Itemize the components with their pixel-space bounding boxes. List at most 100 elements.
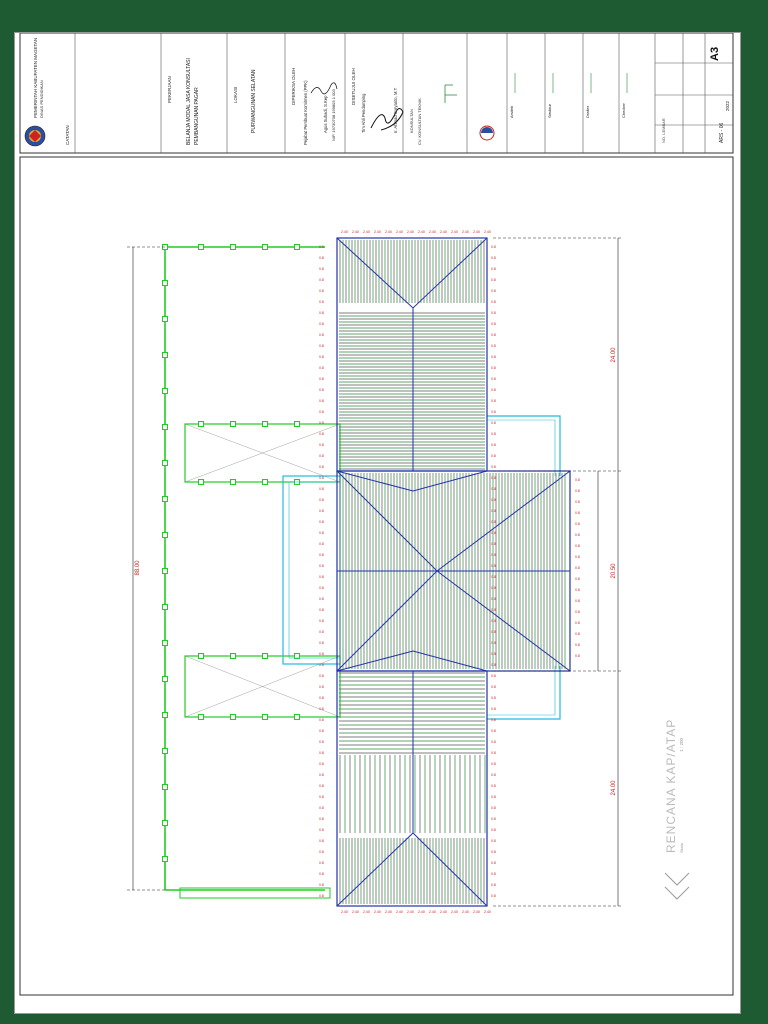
purlin-label: 0.8 (319, 608, 324, 612)
segment-label: 2.40 (418, 230, 425, 234)
purlin-label: 0.8 (491, 674, 496, 678)
fence-post (162, 676, 168, 682)
fence-post (230, 479, 236, 485)
fence-post (198, 479, 204, 485)
purlin-label: 0.8 (319, 718, 324, 722)
purlin-label: 0.8 (491, 663, 496, 667)
purlin-label: 0.8 (319, 685, 324, 689)
segment-label: 2.40 (429, 910, 436, 914)
consultant-value: CV. KONSULTAN TEKNIK (417, 98, 422, 145)
fence-post (294, 421, 300, 427)
segment-label: 2.40 (418, 910, 425, 914)
purlin-label: 0.8 (491, 872, 496, 876)
purlin-label: 0.8 (575, 522, 580, 526)
purlin-label: 0.8 (319, 399, 324, 403)
purlin-label: 0.8 (319, 267, 324, 271)
purlin-label: 0.8 (491, 421, 496, 425)
segment-label: 2.40 (451, 230, 458, 234)
purlin-label: 0.8 (575, 478, 580, 482)
purlin-label: 0.8 (319, 740, 324, 744)
purlin-label: 0.8 (319, 333, 324, 337)
purlin-label: 0.8 (319, 795, 324, 799)
segment-label: 2.40 (396, 230, 403, 234)
purlin-label: 0.8 (319, 553, 324, 557)
purlin-label: 0.8 (575, 544, 580, 548)
segment-label: 2.40 (341, 910, 348, 914)
fence-post (162, 424, 168, 430)
purlin-label: 0.8 (491, 751, 496, 755)
fence-post (162, 712, 168, 718)
fence-post (162, 460, 168, 466)
purlin-label: 0.8 (575, 621, 580, 625)
purlin-label: 0.8 (491, 597, 496, 601)
purlin-label: 0.8 (575, 610, 580, 614)
purlin-label: 0.8 (491, 498, 496, 502)
purlin-label: 0.8 (319, 322, 324, 326)
project-label: PEKERJAAN (167, 76, 172, 103)
purlin-label: 0.8 (319, 509, 324, 513)
fence-post (262, 653, 268, 659)
sheet-label: NO. LEMBAR (661, 118, 666, 143)
purlin-label: 0.8 (575, 500, 580, 504)
purlin-label: 0.8 (575, 566, 580, 570)
fence-post (294, 244, 300, 250)
purlin-label: 0.8 (491, 509, 496, 513)
dim-top: 24.00 (611, 347, 617, 363)
purlin-label: 0.8 (491, 333, 496, 337)
purlin-label: 0.8 (491, 487, 496, 491)
purlin-label: 0.8 (491, 311, 496, 315)
fence-outline (164, 246, 341, 899)
fence-post (198, 421, 204, 427)
fence-cross-bracing (184, 423, 341, 718)
purlin-label: 0.8 (491, 553, 496, 557)
purlin-label: 0.8 (319, 806, 324, 810)
purlin-label: 0.8 (319, 366, 324, 370)
purlin-label: 0.8 (491, 839, 496, 843)
purlin-label: 0.8 (491, 784, 496, 788)
project-line2: PEMBANGUNAN PAGAR (194, 87, 200, 145)
segment-label: 2.40 (462, 230, 469, 234)
col-structure: Struktur (547, 103, 552, 118)
segment-label: 2.40 (451, 910, 458, 914)
purlin-label: 0.8 (319, 641, 324, 645)
fence-post (262, 421, 268, 427)
purlin-label: 0.8 (575, 577, 580, 581)
purlin-label: 0.8 (491, 795, 496, 799)
fence-post (198, 244, 204, 250)
purlin-label: 0.8 (319, 564, 324, 568)
approved-label: DISETUJUI OLEH (351, 68, 356, 105)
segment-label: 2.40 (374, 230, 381, 234)
fence-post (294, 714, 300, 720)
fence-post (162, 388, 168, 394)
purlin-label: 0.8 (319, 663, 324, 667)
purlin-label: 0.8 (319, 872, 324, 876)
drawing-scale: 1 : 200 (679, 738, 684, 752)
consultant-mark (444, 84, 457, 103)
purlin-label: 0.8 (491, 399, 496, 403)
purlin-label: 0.8 (491, 542, 496, 546)
segment-label: 2.40 (396, 910, 403, 914)
fence-post (162, 604, 168, 610)
purlin-label: 0.8 (491, 707, 496, 711)
segment-label: 2.40 (440, 910, 447, 914)
scale-label: Skala (679, 842, 684, 853)
fence-post (262, 244, 268, 250)
fence-post (230, 244, 236, 250)
purlin-label: 0.8 (491, 740, 496, 744)
purlin-label: 0.8 (319, 300, 324, 304)
fence-posts (162, 244, 300, 862)
purlin-label: 0.8 (575, 489, 580, 493)
purlin-label: 0.8 (319, 388, 324, 392)
purlin-label: 0.8 (319, 883, 324, 887)
dim-middle: 20.50 (611, 563, 617, 579)
purlin-label: 0.8 (319, 762, 324, 766)
segment-label: 2.40 (352, 910, 359, 914)
purlin-label: 0.8 (491, 828, 496, 832)
purlin-label: 0.8 (575, 533, 580, 537)
purlin-label: 0.8 (491, 300, 496, 304)
purlin-label: 0.8 (319, 454, 324, 458)
segment-label: 2.40 (484, 230, 491, 234)
fence-post (294, 653, 300, 659)
purlin-label: 0.8 (575, 654, 580, 658)
purlin-label: 0.8 (491, 806, 496, 810)
